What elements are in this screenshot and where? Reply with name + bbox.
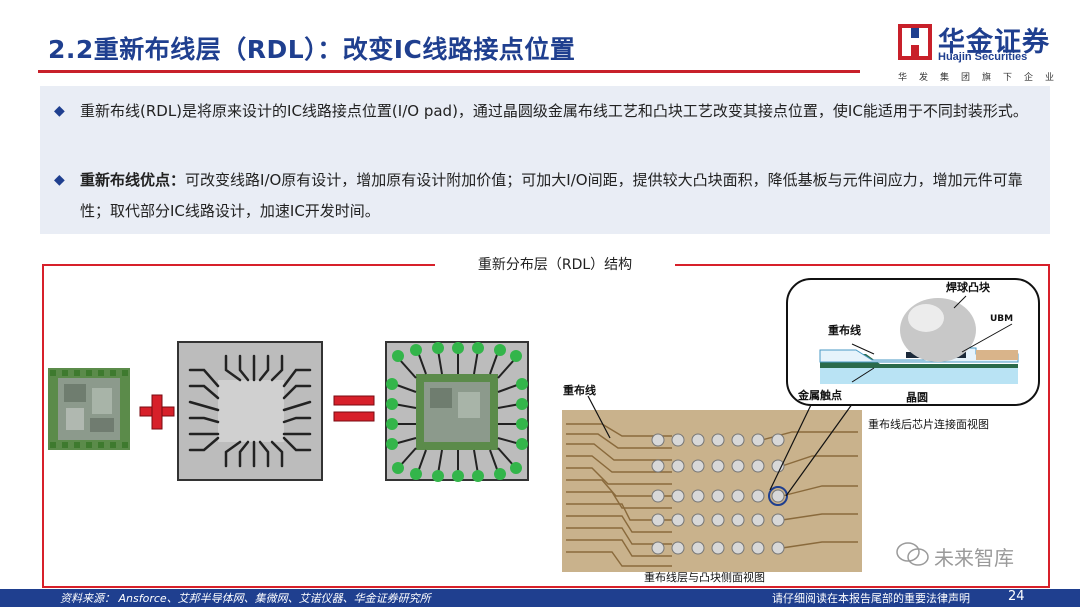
bullet-text: 重新布线(RDL)是将原来设计的IC线路接点位置(I/O pad)，通过晶圆级金… — [80, 102, 1028, 120]
ic-die-icon — [48, 368, 130, 450]
footer-source: 资料来源： Ansforce、艾邦半导体网、集微网、艾诺仪器、华金证券研究所 — [60, 592, 431, 605]
plus-icon — [139, 394, 175, 430]
label-ubm: UBM — [990, 314, 1014, 324]
page-number: 24 — [1008, 589, 1025, 604]
fanout-pattern-icon — [177, 341, 323, 481]
label-rdl-inset: 重布线 — [828, 324, 861, 337]
caption-chip-view: 重布线后芯片连接面视图 — [868, 418, 989, 431]
caption-side-view: 重布线层与凸块侧面视图 — [644, 571, 765, 584]
huajin-logo-icon — [898, 24, 932, 60]
logo-slogan: 华发集团旗下企业 — [898, 73, 1067, 83]
diamond-bullet-icon: ◆ — [54, 172, 65, 188]
footer-disclaimer: 请仔细阅读在本报告尾部的重要法律声明 — [772, 592, 970, 605]
bullet-heading: 重新布线优点： — [80, 171, 186, 189]
company-logo: 华金证券 Huajin Securities 华发集团旗下企业 — [894, 18, 1067, 83]
wechat-icon — [896, 542, 929, 566]
footer-bar — [0, 589, 1080, 607]
label-solder-ball: 焊球凸块 — [946, 281, 990, 294]
redistributed-die-icon — [385, 341, 529, 482]
label-wafer: 晶圆 — [906, 391, 928, 404]
rdl-equation-diagram — [48, 341, 529, 482]
bullet-rdl-advantages: ◆ 重新布线优点：可改变线路I/O原有设计，增加原有设计附加价值；可加大I/O间… — [54, 165, 1034, 227]
watermark-text: 未来智库 — [934, 546, 1014, 570]
bullet-text: 可改变线路I/O原有设计，增加原有设计附加价值；可加大I/O间距，提供较大凸块面… — [80, 171, 1023, 220]
equals-icon — [333, 395, 375, 422]
rdl-pointer — [587, 395, 611, 439]
diamond-bullet-icon: ◆ — [54, 103, 65, 119]
logo-name: 华金证券 — [938, 27, 1050, 58]
rdl-photo — [562, 410, 862, 572]
logo-english: Huajin Securities — [938, 51, 1028, 63]
label-rdl-photo: 重布线 — [563, 384, 596, 397]
label-metal-contact: 金属触点 — [798, 389, 842, 402]
page-title: 2.2重新布线层（RDL）：改变IC线路接点位置 — [48, 35, 576, 64]
title-divider — [38, 70, 860, 73]
figure-title: 重新分布层（RDL）结构 — [477, 257, 633, 273]
summary-panel: ◆ 重新布线(RDL)是将原来设计的IC线路接点位置(I/O pad)，通过晶圆… — [40, 86, 1050, 234]
cross-section-inset — [786, 278, 1040, 406]
bullet-rdl-definition: ◆ 重新布线(RDL)是将原来设计的IC线路接点位置(I/O pad)，通过晶圆… — [54, 96, 1034, 127]
